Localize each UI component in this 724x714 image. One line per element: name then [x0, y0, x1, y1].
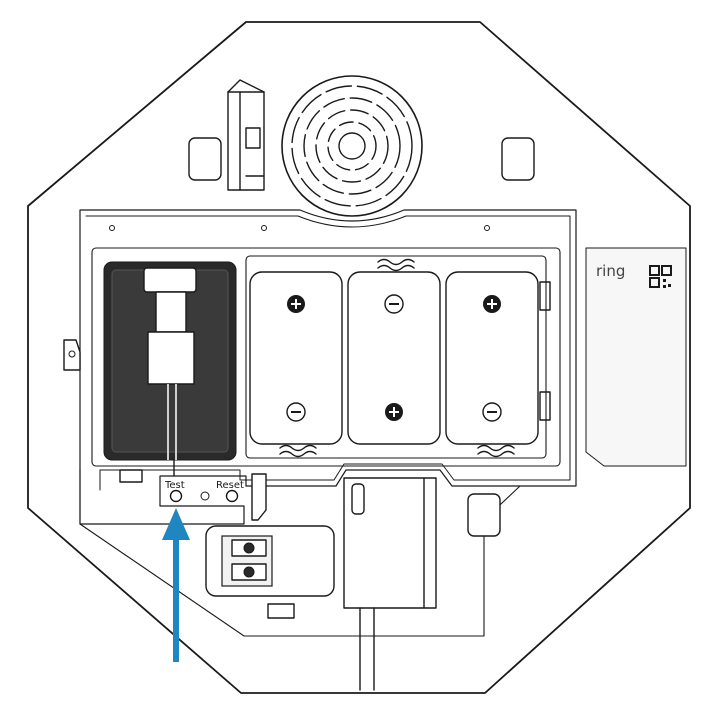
- battery-compartment: [79, 209, 577, 525]
- label-sticker: [585, 247, 687, 467]
- brand-logo: ring: [596, 262, 625, 280]
- button-panel: Test Reset: [164, 480, 244, 503]
- battery-3: [445, 271, 539, 445]
- battery-3-bottom-terminal: [482, 402, 502, 422]
- test-button[interactable]: [169, 489, 183, 503]
- battery-2: [347, 271, 441, 445]
- terminal-block: [205, 525, 335, 619]
- mount-tab-top-right: [501, 137, 535, 181]
- spring-bottom-left: [279, 444, 317, 458]
- battery-2-top-terminal: [384, 294, 404, 314]
- speaker-grille-icon: [281, 75, 423, 217]
- cable-channel: [343, 477, 437, 691]
- battery-1-bottom-terminal: [286, 402, 306, 422]
- test-label: Test: [164, 480, 185, 491]
- reset-label: Reset: [216, 480, 244, 491]
- lower-body: [79, 469, 575, 637]
- spring-top: [377, 258, 415, 272]
- side-clip: [63, 339, 81, 371]
- device-housing: [27, 21, 691, 694]
- sensor-module: [103, 261, 237, 483]
- arrow-up-icon: [162, 508, 190, 662]
- battery-bay: [245, 255, 547, 459]
- battery-1: [249, 271, 343, 445]
- mount-tab-bottom-right: [467, 493, 501, 537]
- spring-bottom-right: [477, 444, 515, 458]
- qr-code-icon: [649, 265, 672, 288]
- top-latch: [227, 79, 265, 191]
- reset-button[interactable]: [225, 489, 239, 503]
- small-latch: [251, 473, 267, 521]
- mount-tab-top-left: [188, 137, 222, 181]
